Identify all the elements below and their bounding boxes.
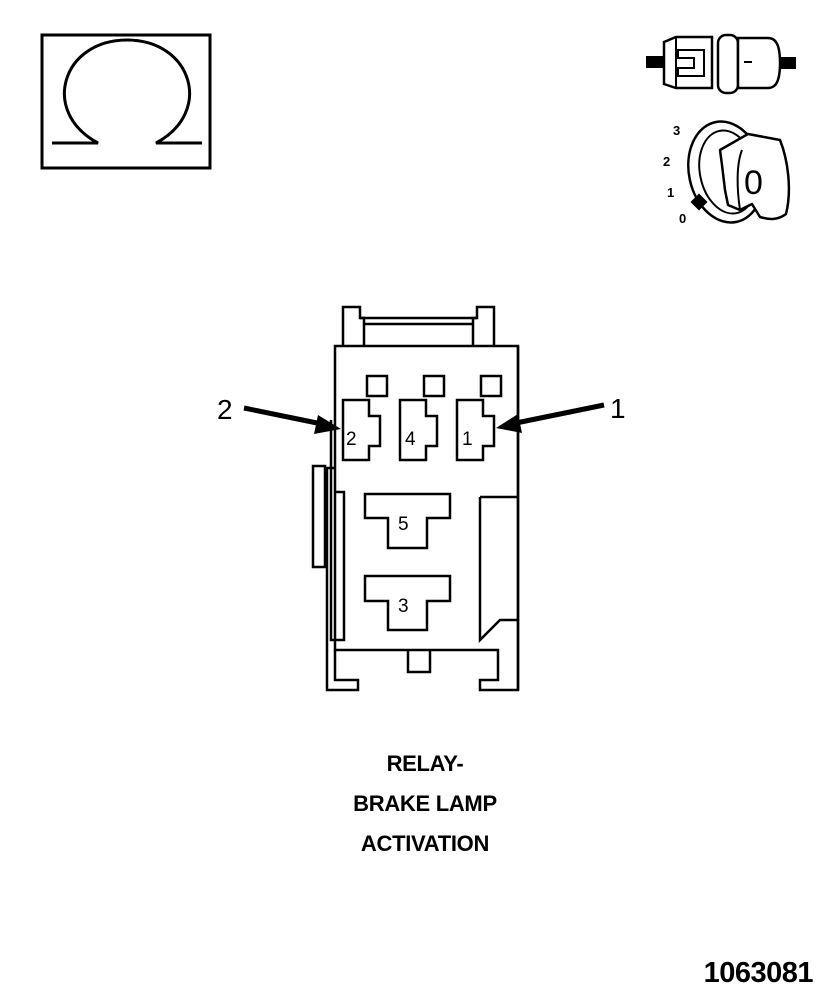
figure-id: 1063081 — [703, 957, 814, 989]
ignition-key-label: 0 — [744, 164, 763, 202]
omega-icon — [52, 38, 202, 145]
ignition-key-icon: 3 2 1 0 0 — [663, 120, 791, 226]
ignition-position-2: 2 — [663, 154, 670, 169]
cavity-4: 4 — [398, 398, 439, 462]
callout-2: 2 — [217, 394, 341, 434]
caption-line-1: RELAY- — [386, 751, 464, 776]
arrow-left-icon — [496, 414, 522, 433]
svg-text:1: 1 — [462, 429, 473, 450]
cavity-1: 1 — [455, 398, 496, 462]
ignition-position-1: 1 — [667, 185, 674, 200]
relay-connector — [311, 305, 520, 692]
arrow-right-icon — [314, 415, 341, 434]
ignition-position-3: 3 — [673, 123, 680, 138]
svg-text:4: 4 — [405, 429, 416, 450]
ignition-position-0: 0 — [679, 211, 686, 226]
svg-text:5: 5 — [398, 514, 409, 535]
cavity-2: 2 — [341, 398, 382, 462]
svg-text:3: 3 — [398, 596, 409, 617]
svg-text:2: 2 — [346, 429, 357, 450]
caption-line-3: ACTIVATION — [360, 831, 490, 856]
ohmmeter-symbol — [40, 33, 212, 170]
callout-2-label: 2 — [217, 394, 233, 425]
caption-line-2: BRAKE LAMP — [353, 791, 497, 816]
callout-1: 1 — [496, 393, 626, 433]
callout-1-label: 1 — [610, 393, 626, 424]
cavity-3: 3 — [363, 574, 452, 632]
cavity-5: 5 — [363, 492, 452, 550]
connector-disconnected-icon — [646, 33, 796, 95]
